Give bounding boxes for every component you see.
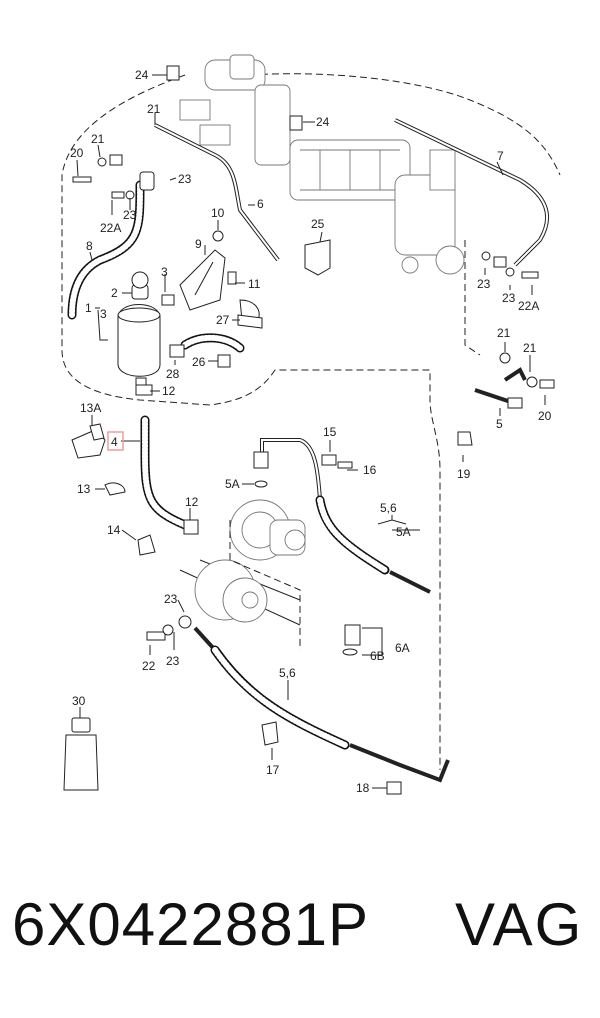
reservoir	[117, 271, 161, 389]
callout-1: 1	[85, 301, 92, 315]
callout-22: 22	[142, 659, 156, 673]
callout-19: 19	[457, 467, 471, 481]
callout-10: 10	[211, 206, 225, 220]
callout-21d: 21	[523, 341, 537, 355]
callout-21a: 21	[147, 102, 161, 116]
callout-28: 28	[166, 367, 180, 381]
callout-21c: 21	[497, 326, 511, 340]
callout-18: 18	[356, 781, 370, 795]
callout-23a: 23	[178, 172, 192, 186]
assembly-outline	[61, 74, 441, 770]
callout-8: 8	[86, 239, 93, 253]
callout-22a-right: 22A	[518, 299, 539, 313]
power-steering-exploded-diagram: 24 24 21 21 20 23 22A 23 6 7 8 10 9 25 3…	[61, 54, 561, 795]
callout-27: 27	[216, 313, 230, 327]
callout-5a-right: 5A	[396, 525, 411, 539]
callout-26: 26	[192, 355, 206, 369]
callout-20b: 20	[538, 409, 552, 423]
callout-13: 13	[77, 482, 91, 496]
callout-23f: 23	[166, 654, 180, 668]
assembly-outline-upper	[249, 73, 561, 176]
callout-16: 16	[363, 463, 377, 477]
pipe-5-bend	[503, 367, 527, 382]
callout-5a: 5A	[225, 477, 240, 491]
callout-4: 4	[111, 435, 118, 449]
callout-5: 5	[496, 417, 503, 431]
callout-labels: 24 24 21 21 20 23 22A 23 6 7 8 10 9 25 3…	[70, 68, 552, 795]
callout-23b: 23	[123, 208, 137, 222]
footer: 6X0422881P VAG	[0, 890, 600, 990]
highlight-box-4	[107, 431, 124, 451]
fluid-bottle	[63, 717, 99, 791]
callout-14: 14	[107, 523, 121, 537]
callout-24a: 24	[135, 68, 149, 82]
lower-pipe-start	[193, 626, 217, 652]
callout-3b: 3	[100, 307, 107, 321]
callout-12a: 12	[162, 384, 176, 398]
callout-5-6b: 5,6	[279, 666, 296, 680]
callout-5-6a: 5,6	[380, 501, 397, 515]
callout-23d: 23	[502, 291, 516, 305]
callout-25: 25	[311, 217, 325, 231]
part-number: 6X0422881P	[12, 891, 369, 958]
callout-17: 17	[266, 763, 280, 777]
callout-30: 30	[72, 694, 86, 708]
callout-3a: 3	[161, 265, 168, 279]
lower-pipe-end	[349, 743, 450, 783]
assembly-outline-right	[464, 240, 481, 356]
callout-22a: 22A	[100, 221, 121, 235]
pump-ghost	[179, 499, 306, 650]
pressure-pipe-end	[389, 570, 431, 594]
callout-6a: 6A	[395, 641, 410, 655]
callout-13a: 13A	[80, 401, 101, 415]
callout-11: 11	[248, 277, 261, 291]
callout-23e: 23	[164, 592, 178, 606]
callout-6b: 6B	[370, 649, 385, 663]
hose-4	[140, 415, 190, 530]
callout-7: 7	[497, 149, 504, 163]
callout-6: 6	[257, 197, 264, 211]
callout-24b: 24	[316, 115, 330, 129]
callout-2: 2	[111, 286, 118, 300]
leader-lines	[76, 74, 546, 789]
callout-15: 15	[323, 425, 337, 439]
callout-9: 9	[195, 237, 202, 251]
callout-23c: 23	[477, 277, 491, 291]
callout-21b: 21	[91, 132, 105, 146]
callout-12b: 12	[185, 495, 199, 509]
lower-hose	[210, 645, 350, 750]
brand-label: VAG	[455, 891, 584, 958]
pressure-hose-middle	[315, 495, 390, 575]
bracket-9	[179, 230, 226, 311]
callout-20: 20	[70, 146, 84, 160]
small-parts	[71, 65, 555, 795]
